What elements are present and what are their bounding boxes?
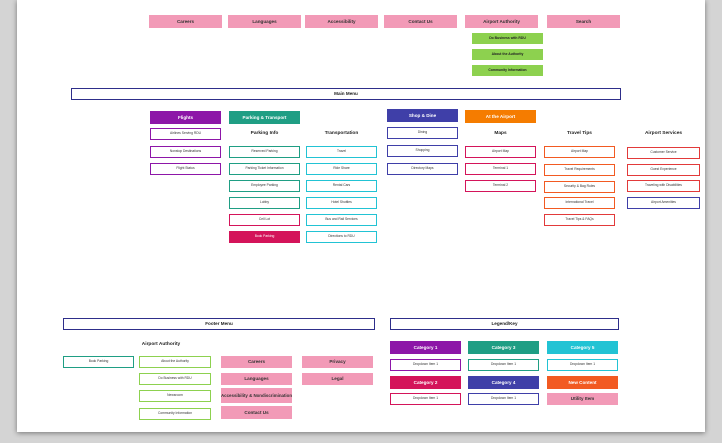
parking-info-title: Parking Info bbox=[250, 131, 279, 137]
legend-category-2: Category 2 bbox=[390, 376, 461, 389]
tips-item-travel-requirements[interactable]: Travel Requirements bbox=[544, 164, 615, 176]
tips-item-faqs[interactable]: Travel Tips & FAQs bbox=[544, 214, 615, 226]
parking-item-employee[interactable]: Employee Parking bbox=[229, 180, 300, 192]
category-flights[interactable]: Flights bbox=[150, 111, 221, 124]
services-item-guest[interactable]: Guest Experience bbox=[627, 164, 700, 176]
legend-dropdown-2: Dropdown Item 1 bbox=[390, 393, 461, 405]
maps-item-terminal-2[interactable]: Terminal 2 bbox=[465, 180, 536, 192]
services-item-customer[interactable]: Customer Service bbox=[627, 147, 700, 159]
nav-languages[interactable]: Languages bbox=[228, 15, 301, 28]
shop-item-directory-maps[interactable]: Directory Maps bbox=[387, 163, 458, 175]
category-shop-dine[interactable]: Shop & Dine bbox=[387, 109, 458, 122]
transportation-title: Transportation bbox=[324, 131, 359, 137]
nav-airport-authority[interactable]: Airport Authority bbox=[465, 15, 538, 28]
main-menu-bar: Main Menu bbox=[71, 88, 621, 100]
flights-item-status[interactable]: Flight Status bbox=[150, 163, 221, 175]
shop-item-shopping[interactable]: Shopping bbox=[387, 145, 458, 157]
parking-item-ticket[interactable]: Parking Ticket Information bbox=[229, 163, 300, 175]
maps-title: Maps bbox=[494, 131, 507, 137]
transport-item-bus-rail[interactable]: Bus and Rail Services bbox=[306, 214, 377, 226]
parking-item-cell-lot[interactable]: Cell Lot bbox=[229, 214, 300, 226]
services-item-amenities[interactable]: Airport Amenities bbox=[627, 197, 700, 209]
footer-authority-newsroom[interactable]: Newsroom bbox=[139, 390, 211, 402]
footer-legal[interactable]: Legal bbox=[302, 373, 373, 385]
footer-privacy[interactable]: Privacy bbox=[302, 356, 373, 368]
legend-utility-item: Utility Item bbox=[547, 393, 618, 405]
category-at-the-airport[interactable]: At the Airport bbox=[465, 110, 536, 123]
authority-sub-community[interactable]: Community Information bbox=[472, 65, 543, 76]
footer-accessibility[interactable]: Accessibility & Nondiscrimination bbox=[221, 388, 292, 403]
transport-item-ride-share[interactable]: Ride Share bbox=[306, 163, 377, 175]
legend-category-1: Category 1 bbox=[390, 341, 461, 354]
footer-authority-business[interactable]: Do Business with RDU bbox=[139, 373, 211, 385]
footer-menu-bar: Footer Menu bbox=[63, 318, 375, 330]
transport-item-rental-cars[interactable]: Rental Cars bbox=[306, 180, 377, 192]
travel-tips-title: Travel Tips bbox=[567, 131, 592, 137]
footer-contact-us[interactable]: Contact Us bbox=[221, 406, 292, 419]
legend-dropdown-5: Dropdown Item 1 bbox=[547, 359, 618, 371]
legend-category-5: Category 5 bbox=[547, 341, 618, 354]
footer-authority-title: Airport Authority bbox=[141, 342, 181, 348]
transport-item-directions[interactable]: Directions to RDU bbox=[306, 231, 377, 243]
category-parking-transport[interactable]: Parking & Transport bbox=[229, 111, 300, 124]
authority-sub-about[interactable]: About the Authority bbox=[472, 49, 543, 60]
maps-item-terminal-1[interactable]: Terminal 1 bbox=[465, 163, 536, 175]
legend-dropdown-3: Dropdown Item 1 bbox=[468, 359, 539, 371]
transport-item-travel[interactable]: Travel bbox=[306, 146, 377, 158]
footer-authority-about[interactable]: About the Authority bbox=[139, 356, 211, 368]
footer-authority-community[interactable]: Community Information bbox=[139, 408, 211, 420]
tips-item-international[interactable]: International Travel bbox=[544, 197, 615, 209]
flights-item-airlines[interactable]: Airlines Serving RDU bbox=[150, 128, 221, 140]
services-item-disabilities[interactable]: Traveling with Disabilities bbox=[627, 180, 700, 192]
nav-search[interactable]: Search bbox=[547, 15, 620, 28]
footer-book-parking[interactable]: Book Parking bbox=[63, 356, 134, 368]
tips-item-security[interactable]: Security & Bag Rules bbox=[544, 181, 615, 193]
shop-item-dining[interactable]: Dining bbox=[387, 127, 458, 139]
nav-contact-us[interactable]: Contact Us bbox=[384, 15, 457, 28]
legend-bar: Legend/Key bbox=[390, 318, 619, 330]
legend-dropdown-1: Dropdown Item 1 bbox=[390, 359, 461, 371]
airport-services-title: Airport Services bbox=[644, 131, 683, 137]
legend-dropdown-4: Dropdown Item 1 bbox=[468, 393, 539, 405]
footer-careers[interactable]: Careers bbox=[221, 356, 292, 368]
parking-item-reserved[interactable]: Reserved Parking bbox=[229, 146, 300, 158]
footer-languages[interactable]: Languages bbox=[221, 373, 292, 385]
flights-item-nonstop[interactable]: Nonstop Destinations bbox=[150, 146, 221, 158]
nav-accessibility[interactable]: Accessibility bbox=[305, 15, 378, 28]
legend-new-content: New Content bbox=[547, 376, 618, 389]
nav-careers[interactable]: Careers bbox=[149, 15, 222, 28]
parking-item-lobby[interactable]: Lobby bbox=[229, 197, 300, 209]
legend-category-3: Category 3 bbox=[468, 341, 539, 354]
authority-sub-do-business[interactable]: Do Business with RDU bbox=[472, 33, 543, 44]
sitemap-canvas: Careers Languages Accessibility Contact … bbox=[17, 0, 705, 432]
tips-item-airport-map[interactable]: Airport Map bbox=[544, 146, 615, 158]
parking-item-book[interactable]: Book Parking bbox=[229, 231, 300, 243]
legend-category-4: Category 4 bbox=[468, 376, 539, 389]
maps-item-airport-map[interactable]: Airport Map bbox=[465, 146, 536, 158]
transport-item-hotel-shuttles[interactable]: Hotel Shuttles bbox=[306, 197, 377, 209]
